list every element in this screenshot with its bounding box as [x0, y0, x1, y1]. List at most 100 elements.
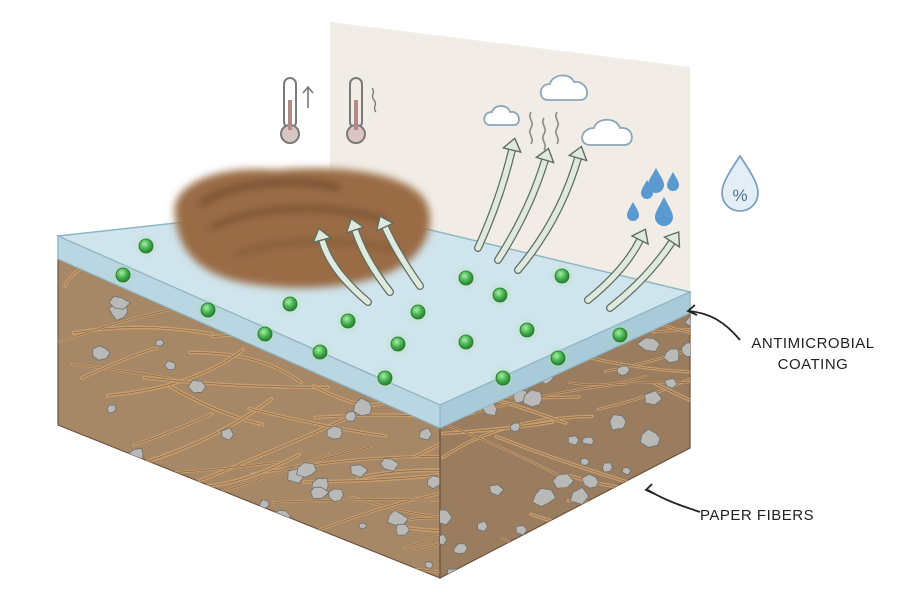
- food-residue-blob: [174, 168, 431, 288]
- paper-fiber-outline: [566, 566, 690, 574]
- paper-fiber-outline: [690, 528, 873, 593]
- paper-fiber-outline: [671, 470, 690, 481]
- mineral-particle: [440, 533, 448, 546]
- mineral-particle: [353, 397, 372, 417]
- paper-fiber-outline: [80, 347, 157, 379]
- antimicrobial-particle: [257, 326, 273, 342]
- paper-fiber-outline: [414, 531, 440, 550]
- paper-fiber-outline: [598, 336, 690, 410]
- mineral-particle: [639, 505, 655, 516]
- mineral-particle: [567, 435, 580, 446]
- vapor-arrowhead: [375, 215, 395, 233]
- paper-fiber-outline: [409, 517, 440, 538]
- vapor-arrowhead: [345, 217, 366, 234]
- mineral-particle: [660, 552, 673, 564]
- mineral-particle: [58, 543, 69, 559]
- mineral-particle: [155, 338, 165, 347]
- paper-fibers-label: PAPER FIBERS: [700, 505, 860, 526]
- antimicrobial-particle: [200, 302, 216, 318]
- antimicrobial-particle: [410, 304, 426, 320]
- cloud-icon: [483, 74, 633, 146]
- paper-fiber: [583, 557, 645, 578]
- mineral-particle: [623, 498, 642, 518]
- antimicrobial-particle: [492, 287, 508, 303]
- mineral-particle: [86, 479, 103, 494]
- vapor-arrows: [312, 137, 681, 312]
- paper-fiber: [529, 512, 674, 577]
- mineral-particle: [379, 458, 400, 472]
- paper-fiber-outline: [684, 523, 690, 574]
- mineral-particle: [296, 462, 317, 478]
- coating-label-line2: COATING: [777, 356, 849, 373]
- mineral-particle: [426, 475, 440, 490]
- mineral-particle: [609, 414, 627, 431]
- paper-fiber-outline: [190, 352, 302, 383]
- mineral-particle: [350, 464, 369, 478]
- paper-fiber: [390, 565, 440, 578]
- paper-fiber: [566, 499, 673, 537]
- paper-fiber: [619, 539, 690, 552]
- paper-fiber-outline: [322, 565, 385, 578]
- paper-fiber: [689, 545, 690, 578]
- vapor-arrowhead: [501, 137, 522, 154]
- antimicrobial-particle: [519, 322, 535, 338]
- fibers-label-text: PAPER FIBERS: [700, 507, 815, 524]
- mineral-particle: [684, 315, 690, 329]
- paper-fiber-outline: [248, 407, 386, 437]
- mineral-particle: [656, 558, 680, 578]
- mineral-particle: [140, 461, 151, 472]
- vapor-arrow: [585, 237, 643, 303]
- antimicrobial-coating-label: ANTIMICROBIAL COATING: [738, 333, 888, 375]
- antimicrobial-particle: [458, 334, 474, 350]
- paper-fiber-outline: [568, 500, 671, 535]
- mineral-particle: [476, 520, 489, 532]
- mineral-particle: [552, 473, 575, 489]
- paper-fiber-outline: [391, 566, 440, 578]
- paper-fiber-outline: [403, 514, 440, 549]
- mineral-particle: [510, 422, 521, 433]
- mineral-particle: [591, 529, 610, 545]
- paper-fiber: [683, 521, 690, 575]
- antimicrobial-particle: [340, 313, 356, 329]
- mineral-particle: [220, 427, 235, 441]
- antimicrobial-particle: [377, 370, 393, 386]
- mineral-particle: [680, 342, 690, 358]
- mineral-particle: [569, 486, 590, 505]
- paper-fiber-outline: [501, 537, 576, 573]
- paper-fiber-outline: [315, 414, 440, 419]
- paper-fiber: [241, 564, 314, 578]
- paper-fiber: [58, 525, 149, 555]
- paper-fiber-outline: [584, 558, 644, 578]
- mineral-particle: [662, 348, 680, 364]
- mineral-particle: [522, 389, 543, 408]
- mineral-particle: [326, 425, 343, 440]
- mineral-particle: [616, 365, 630, 377]
- mineral-particle: [515, 525, 528, 536]
- antimicrobial-particles: [110, 233, 633, 391]
- vapor-arrowhead: [567, 145, 588, 162]
- mineral-particle: [592, 540, 604, 547]
- thermometer-up-icon: [280, 77, 314, 144]
- paper-fiber-outline: [447, 424, 560, 476]
- mineral-particle: [683, 541, 690, 555]
- paper-fiber-outline: [350, 496, 440, 520]
- mineral-particle: [263, 553, 280, 566]
- paper-fiber-outline: [403, 516, 440, 533]
- fibers-leader-arrow: [644, 483, 701, 513]
- paper-fiber-outline: [168, 385, 263, 425]
- mineral-particle: [639, 428, 661, 448]
- paper-fiber: [565, 565, 690, 575]
- humidity-percent-icon: %: [721, 154, 759, 212]
- mineral-particle: [424, 561, 434, 569]
- mineral-particle: [599, 530, 609, 539]
- mineral-particle: [62, 443, 74, 453]
- antimicrobial-particle: [550, 350, 566, 366]
- antimicrobial-particle: [138, 238, 154, 254]
- mineral-particle: [261, 511, 273, 525]
- paper-fiber-outline: [242, 564, 313, 578]
- vapor-arrow: [382, 224, 423, 289]
- mineral-particle: [259, 499, 270, 510]
- paper-fiber-outline: [302, 485, 440, 537]
- mineral-particle: [581, 436, 595, 445]
